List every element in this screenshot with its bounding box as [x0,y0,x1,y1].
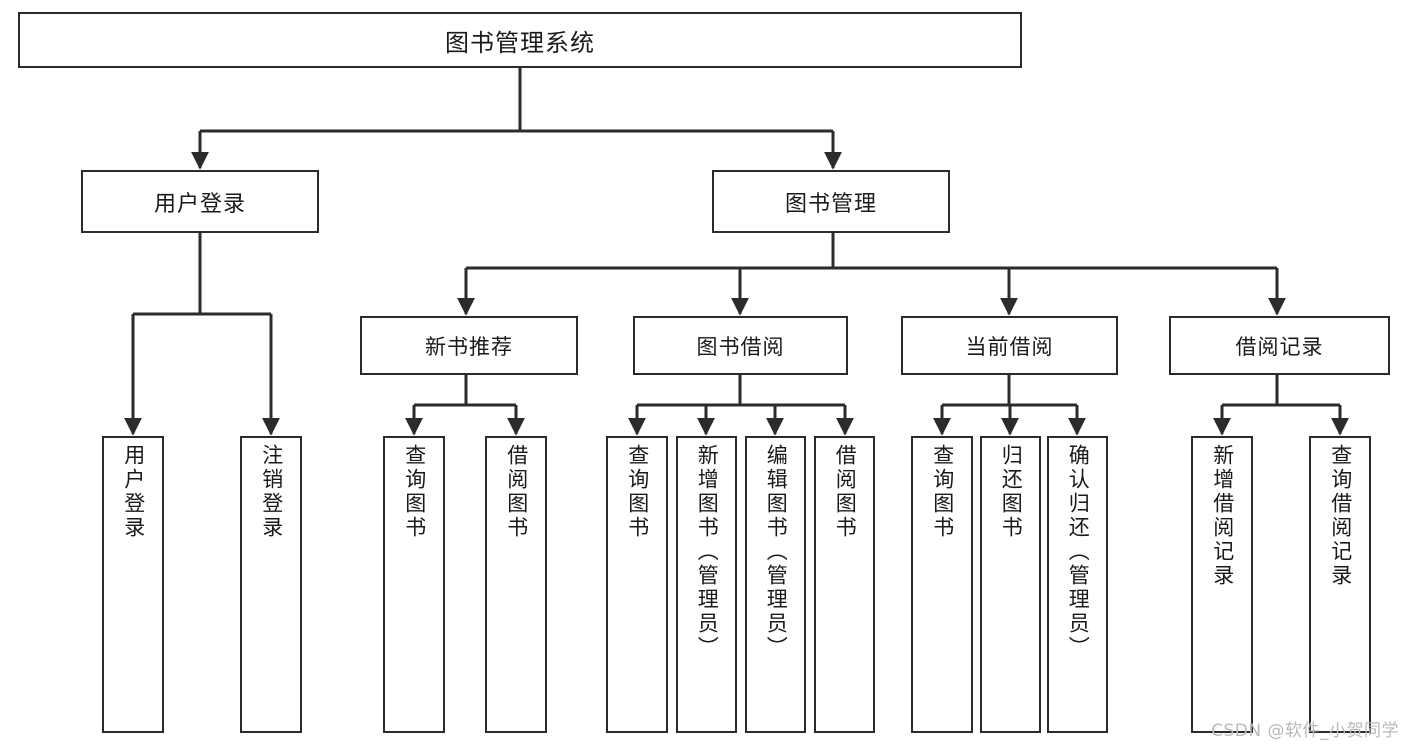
leaf-new-book-recommend-2-label: 借阅图书 [504,444,529,540]
leaf-user-login-2[interactable]: 注销登录 [240,436,302,733]
node-current-borrow-label: 当前借阅 [965,334,1054,359]
leaf-borrow-record-2[interactable]: 查询借阅记录 [1309,436,1371,733]
leaf-user-login-2-label: 注销登录 [259,444,284,540]
leaf-book-borrow-1-label: 查询图书 [625,444,650,540]
leaf-current-borrow-1[interactable]: 查询图书 [911,436,973,733]
node-new-book-recommend-label: 新书推荐 [425,334,513,359]
node-new-book-recommend[interactable]: 新书推荐 [360,316,578,375]
node-root-book-management-system[interactable]: 图书管理系统 [18,12,1022,68]
node-user-login-label: 用户登录 [153,191,246,217]
csdn-watermark: CSDN @软件_小贺同学 [1211,721,1399,741]
leaf-new-book-recommend-1-label: 查询图书 [402,444,427,540]
leaf-book-borrow-2-label: 新增图书（管理员） [695,444,720,660]
leaf-book-borrow-1[interactable]: 查询图书 [606,436,668,733]
node-borrow-record-label: 借阅记录 [1235,334,1324,359]
leaf-book-borrow-4[interactable]: 借阅图书 [814,436,875,733]
node-current-borrow[interactable]: 当前借阅 [901,316,1118,375]
leaf-current-borrow-3-label: 确认归还（管理员） [1066,444,1091,660]
node-book-management-label: 图书管理 [784,191,877,217]
node-book-borrow-label: 图书借阅 [696,334,785,359]
node-root-label: 图书管理系统 [445,28,595,57]
node-user-login[interactable]: 用户登录 [81,170,319,233]
leaf-book-borrow-4-label: 借阅图书 [833,444,858,540]
leaf-book-borrow-2[interactable]: 新增图书（管理员） [676,436,737,733]
leaf-current-borrow-2[interactable]: 归还图书 [980,436,1041,733]
leaf-user-login-1-label: 用户登录 [121,444,146,540]
node-book-borrow[interactable]: 图书借阅 [633,316,848,375]
leaf-new-book-recommend-1[interactable]: 查询图书 [383,436,445,733]
leaf-current-borrow-2-label: 归还图书 [999,444,1024,540]
node-book-management[interactable]: 图书管理 [712,170,950,233]
leaf-book-borrow-3-label: 编辑图书（管理员） [764,444,789,660]
node-borrow-record[interactable]: 借阅记录 [1169,316,1390,375]
leaf-borrow-record-1-label: 新增借阅记录 [1210,444,1235,588]
leaf-user-login-1[interactable]: 用户登录 [102,436,164,733]
leaf-current-borrow-3[interactable]: 确认归还（管理员） [1047,436,1108,733]
leaf-borrow-record-2-label: 查询借阅记录 [1328,444,1353,588]
leaf-current-borrow-1-label: 查询图书 [930,444,955,540]
leaf-borrow-record-1[interactable]: 新增借阅记录 [1191,436,1253,733]
leaf-new-book-recommend-2[interactable]: 借阅图书 [485,436,547,733]
leaf-book-borrow-3[interactable]: 编辑图书（管理员） [745,436,806,733]
